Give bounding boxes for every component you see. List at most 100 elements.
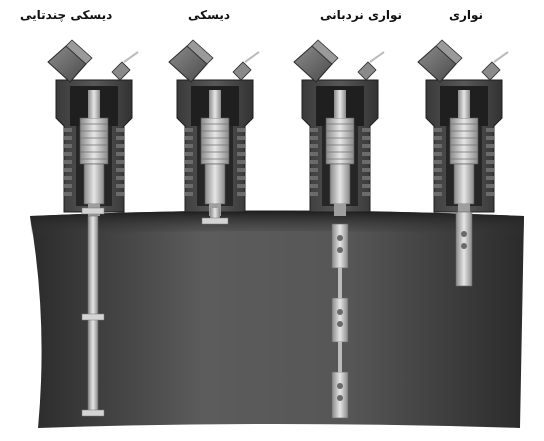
thread: [237, 160, 245, 164]
side-bolt: [357, 61, 377, 81]
thread: [486, 176, 494, 180]
thread: [185, 176, 193, 180]
label-disc: دیسکی: [188, 8, 230, 22]
thread: [434, 192, 442, 196]
thread: [362, 136, 370, 140]
cap-plug-top: [311, 39, 339, 65]
thread: [310, 168, 318, 172]
thread: [486, 136, 494, 140]
probe-assembly-2: [168, 39, 260, 216]
single-disc: [201, 217, 229, 225]
side-bolt-tip: [369, 51, 385, 63]
thread: [64, 192, 72, 196]
thread: [64, 184, 72, 188]
thread: [486, 168, 494, 172]
strip-bolt: [337, 247, 343, 253]
thread: [237, 152, 245, 156]
thread: [237, 128, 245, 132]
thread: [185, 128, 193, 132]
probe-insulator: [83, 163, 105, 205]
side-bolt: [481, 61, 501, 81]
probe-stem: [458, 90, 470, 118]
thread: [64, 144, 72, 148]
thread: [185, 152, 193, 156]
thread: [237, 192, 245, 196]
thread: [116, 128, 124, 132]
side-bolt-tip: [493, 51, 509, 63]
thread: [310, 136, 318, 140]
thread: [362, 168, 370, 172]
thread: [310, 152, 318, 156]
thread: [64, 160, 72, 164]
strip-bolt: [461, 243, 467, 249]
cap-plug-top: [65, 39, 93, 65]
thread: [64, 152, 72, 156]
thread: [310, 144, 318, 148]
disc-upper: [81, 207, 105, 215]
probe-insulator: [329, 163, 351, 205]
probe-stem: [88, 90, 100, 118]
thread: [185, 168, 193, 172]
probe-sleeve: [449, 117, 479, 165]
strip-bolt: [337, 321, 343, 327]
probe-assembly-3: [293, 39, 385, 216]
thread: [237, 144, 245, 148]
disc-lower: [81, 409, 105, 417]
label-multi-disc: دیسکی چندتایی: [20, 8, 113, 22]
thread: [434, 176, 442, 180]
side-bolt: [232, 61, 252, 81]
thread: [237, 168, 245, 172]
cap-plug-top: [435, 39, 463, 65]
probe-sleeve: [79, 117, 109, 165]
thread: [116, 192, 124, 196]
ladder-segment: [331, 223, 349, 269]
thread: [362, 128, 370, 132]
thread: [64, 128, 72, 132]
thread: [237, 176, 245, 180]
strip-bolt: [337, 235, 343, 241]
side-bolt: [111, 61, 131, 81]
label-ladder-strip: نواری نردبانی: [320, 8, 403, 22]
thread: [434, 152, 442, 156]
strip-bolt: [337, 383, 343, 389]
thread: [185, 192, 193, 196]
ladder-link: [338, 342, 342, 372]
thread: [237, 136, 245, 140]
probe-stem: [209, 90, 221, 118]
thread: [116, 144, 124, 148]
probe-collar: [334, 204, 346, 216]
cap-plug-top: [186, 39, 214, 65]
thread: [486, 192, 494, 196]
thread: [362, 192, 370, 196]
thread: [434, 128, 442, 132]
thread: [434, 168, 442, 172]
probe-sleeve: [200, 117, 230, 165]
thread: [64, 168, 72, 172]
probe-insulator: [453, 163, 475, 205]
thread: [116, 136, 124, 140]
pipe-top-shadow: [30, 210, 524, 236]
thread: [116, 152, 124, 156]
thread: [310, 160, 318, 164]
probe-assembly-4: [417, 39, 509, 216]
thread: [486, 144, 494, 148]
thread: [310, 176, 318, 180]
thread: [310, 128, 318, 132]
ladder-segment: [331, 297, 349, 343]
thread: [310, 192, 318, 196]
thread: [185, 136, 193, 140]
thread: [486, 128, 494, 132]
disc-middle: [81, 313, 105, 321]
probe-sleeve: [325, 117, 355, 165]
thread: [237, 184, 245, 188]
thread: [362, 144, 370, 148]
probe-insulator: [204, 163, 226, 205]
side-bolt-tip: [123, 51, 139, 63]
strip-bolt: [337, 395, 343, 401]
thread: [362, 152, 370, 156]
ladder-link: [338, 268, 342, 298]
probe-assembly-1: [47, 39, 139, 216]
thread: [310, 184, 318, 188]
